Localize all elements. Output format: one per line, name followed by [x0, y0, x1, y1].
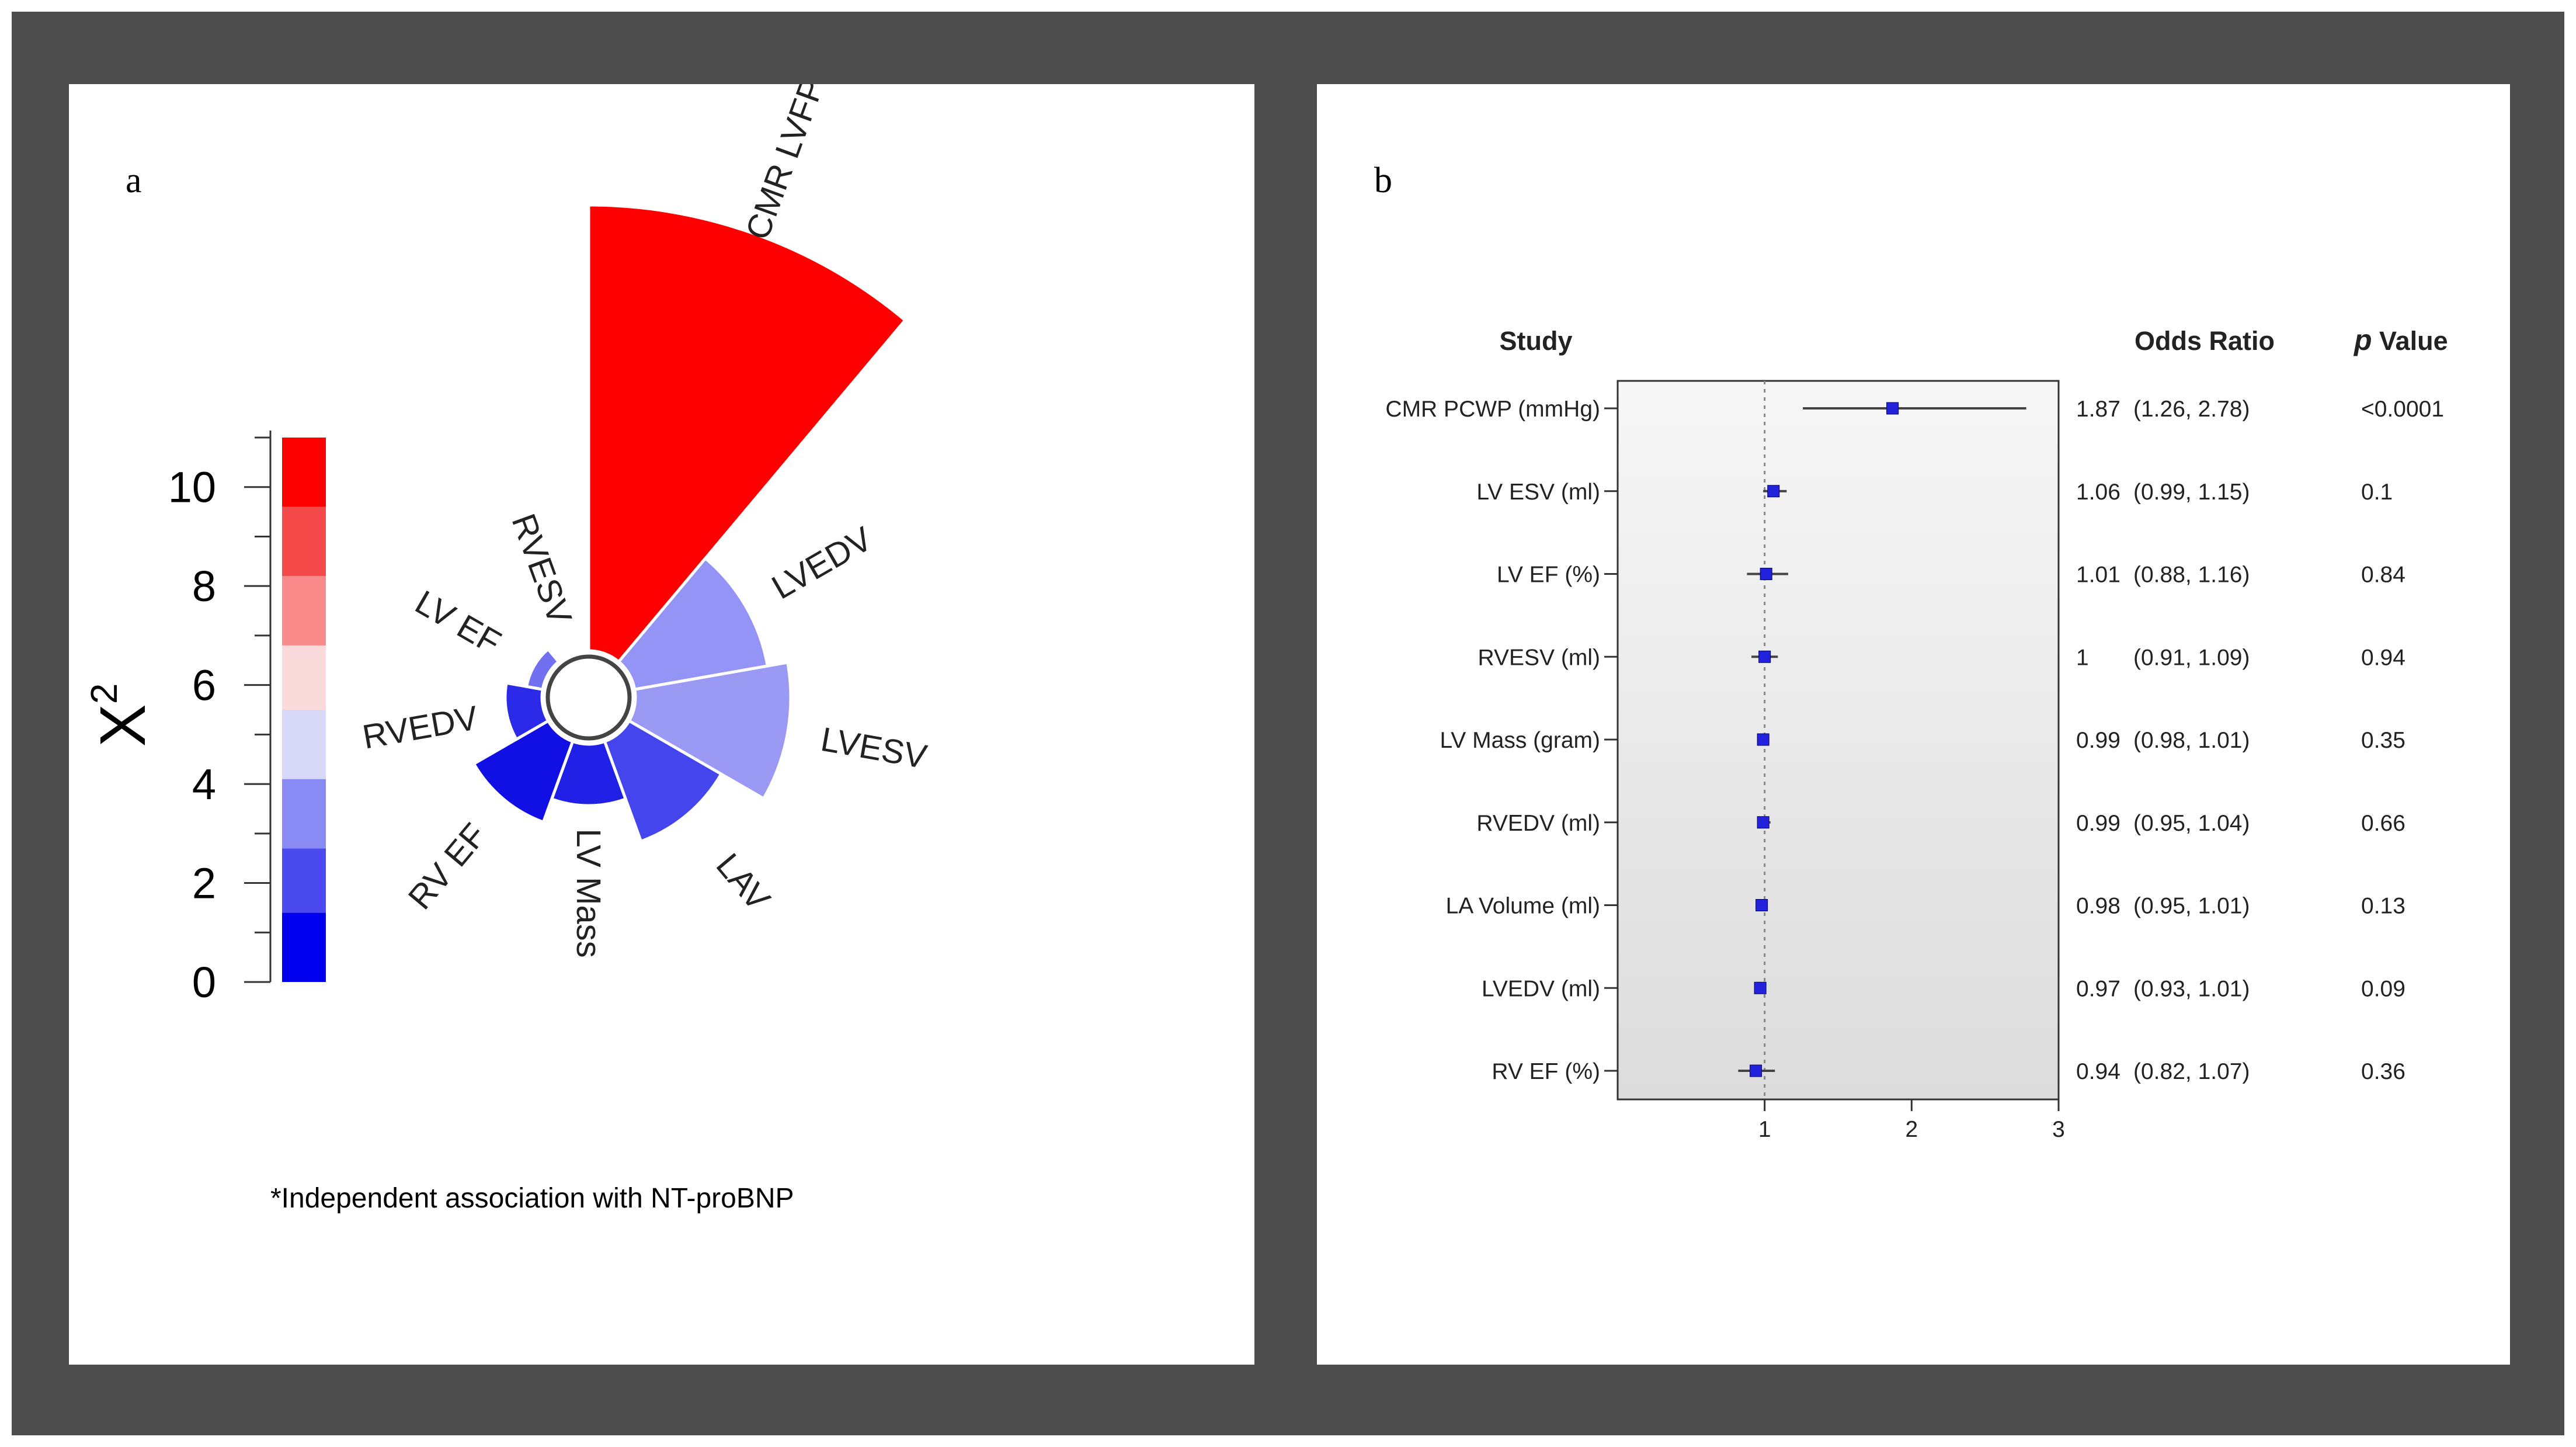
footnote: *Independent association with NT-proBNP — [270, 1183, 794, 1214]
radial-bar-label: RVEDV — [360, 699, 481, 757]
radial-bar-label: LAV — [709, 846, 778, 918]
odds-ratio-value: 1.06 — [2076, 480, 2120, 505]
ci-value: (0.88, 1.16) — [2133, 563, 2250, 588]
odds-ratio-value: 1.01 — [2076, 563, 2120, 588]
p-value: 0.94 — [2361, 645, 2405, 670]
radial-bar-label: LVEDV — [766, 519, 879, 606]
point-estimate — [1758, 650, 1771, 663]
point-estimate — [1750, 1064, 1762, 1077]
p-value: 0.13 — [2361, 894, 2405, 919]
radial-bar-label: LV Mass — [569, 828, 607, 957]
odds-ratio-value: 0.97 — [2076, 976, 2120, 1001]
row-label: LV EF (%) — [1497, 563, 1600, 588]
odds-ratio-value: 1.87 — [2076, 397, 2120, 422]
plot-area — [1616, 380, 2060, 1101]
odds-ratio-value: 0.98 — [2076, 894, 2120, 919]
ci-value: (0.98, 1.01) — [2133, 728, 2250, 753]
radial-bar-label: LVESV — [818, 720, 930, 776]
p-value: 0.35 — [2361, 728, 2405, 753]
hub-circle — [545, 654, 632, 741]
radial-bar — [627, 661, 792, 801]
p-value: 0.09 — [2361, 976, 2405, 1001]
row-label: LVEDV (ml) — [1482, 976, 1600, 1001]
radial-bar — [587, 203, 908, 664]
radial-bar-label: CMR LVFP* — [738, 84, 836, 245]
colorbar-band — [282, 779, 326, 849]
radial-bar-label: LV EF — [409, 583, 507, 662]
ci-value: (0.95, 1.04) — [2133, 811, 2250, 836]
ci-value: (1.26, 2.78) — [2133, 397, 2250, 422]
point-estimate — [1767, 485, 1780, 498]
colorbar-tick-label: 2 — [192, 859, 216, 908]
point-estimate — [1757, 733, 1770, 746]
radial-bar — [603, 719, 724, 844]
radial-bar — [555, 647, 590, 664]
odds-ratio-value: 0.94 — [2076, 1059, 2120, 1084]
p-value: 0.1 — [2361, 480, 2393, 505]
radial-bar — [550, 739, 628, 807]
ci-value: (0.95, 1.01) — [2133, 894, 2250, 919]
ci-value: (0.99, 1.15) — [2133, 480, 2250, 505]
row-label: CMR PCWP (mmHg) — [1385, 397, 1600, 422]
point-estimate — [1760, 568, 1772, 580]
odds-ratio-value: 1 — [2076, 645, 2089, 670]
row-label: LA Volume (ml) — [1446, 894, 1600, 919]
radial-bar — [503, 681, 551, 741]
row-label: LV Mass (gram) — [1440, 728, 1601, 753]
colorbar-band — [282, 912, 326, 982]
colorbar-band — [282, 710, 326, 779]
colorbar-tick-label: 6 — [192, 661, 216, 710]
p-value: <0.0001 — [2361, 397, 2444, 422]
colorbar-tick-label: 10 — [168, 463, 216, 512]
colorbar-tick-label: 8 — [192, 562, 216, 610]
point-estimate — [1754, 981, 1767, 994]
x-tick-label: 3 — [2052, 1117, 2065, 1142]
odds-ratio-value: 0.99 — [2076, 811, 2120, 836]
row-label: LV ESV (ml) — [1476, 480, 1600, 505]
row-label: RV EF (%) — [1492, 1059, 1600, 1084]
colorbar-band — [282, 576, 326, 646]
colorbar-band — [282, 848, 326, 913]
x-tick-label: 1 — [1758, 1117, 1771, 1142]
header-odds-ratio: Odds Ratio — [2135, 326, 2275, 356]
row-label: RVESV (ml) — [1478, 645, 1600, 670]
point-estimate — [1886, 402, 1899, 415]
radial-bar — [616, 556, 770, 692]
radial-bar-label: RV EF — [401, 816, 494, 917]
radial-bar-label: RVESV — [504, 509, 579, 629]
ci-value: (0.93, 1.01) — [2133, 976, 2250, 1001]
header-study: Study — [1499, 326, 1572, 356]
panel-b-label: b — [1374, 161, 1392, 200]
colorbar-band — [282, 645, 326, 710]
colorbar-band — [282, 438, 326, 507]
point-estimate — [1755, 899, 1768, 911]
odds-ratio-value: 0.99 — [2076, 728, 2120, 753]
colorbar-label: X2 — [83, 683, 159, 747]
panel-a-label: a — [126, 161, 142, 200]
radial-bar — [524, 647, 561, 692]
p-value: 0.36 — [2361, 1059, 2405, 1084]
colorbar-tick-label: 4 — [192, 760, 216, 808]
x-tick-label: 2 — [1905, 1117, 1918, 1142]
radial-bar — [471, 719, 575, 824]
p-value: 0.84 — [2361, 563, 2405, 588]
colorbar-band — [282, 506, 326, 577]
ci-value: (0.91, 1.09) — [2133, 645, 2250, 670]
row-label: RVEDV (ml) — [1476, 811, 1600, 836]
point-estimate — [1757, 816, 1770, 829]
ci-value: (0.82, 1.07) — [2133, 1059, 2250, 1084]
p-value: 0.66 — [2361, 811, 2405, 836]
colorbar-tick-label: 0 — [192, 958, 216, 1007]
header-p-value: p Value — [2353, 324, 2448, 356]
